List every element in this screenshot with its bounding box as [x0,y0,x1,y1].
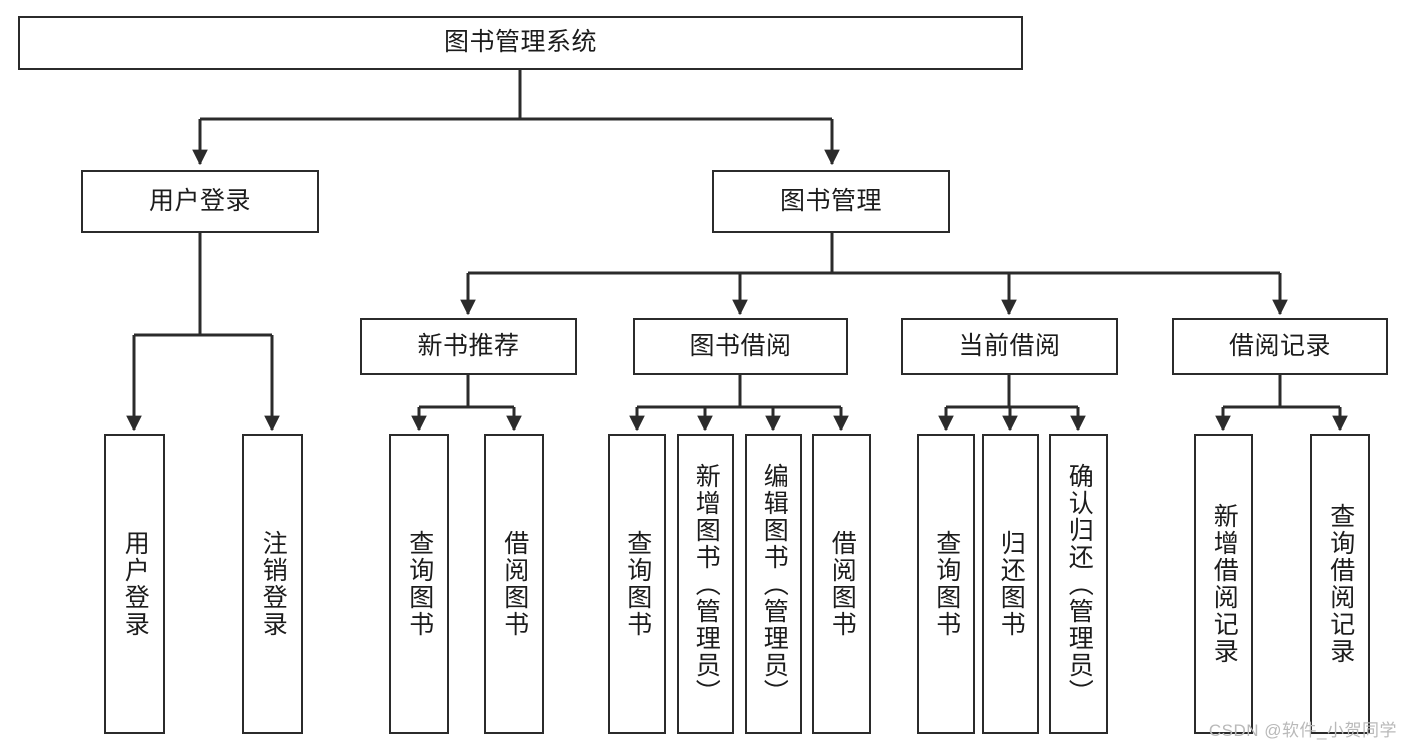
node-leaf-query-record[interactable]: 查询借阅记录 [1310,434,1370,734]
node-borrow-record[interactable]: 借阅记录 [1172,318,1388,375]
node-leaf-query-book-1[interactable]: 查询图书 [389,434,449,734]
node-label: 新增图书（管理员） [692,462,721,706]
node-leaf-query-book-2[interactable]: 查询图书 [608,434,666,734]
node-label: 查询图书 [932,530,961,638]
node-label: 编辑图书（管理员） [760,462,789,706]
node-root-system[interactable]: 图书管理系统 [18,16,1023,70]
node-label: 借阅记录 [1228,331,1331,360]
node-leaf-borrow-book-1[interactable]: 借阅图书 [484,434,544,734]
node-label: 借阅图书 [500,530,529,638]
node-label: 图书管理 [779,186,882,215]
node-label: 查询图书 [623,530,652,638]
node-book-borrow[interactable]: 图书借阅 [633,318,848,375]
node-label: 用户登录 [148,186,251,215]
node-user-login[interactable]: 用户登录 [81,170,319,233]
node-label: 注销登录 [259,530,288,638]
node-label: 新增借阅记录 [1210,503,1239,665]
node-leaf-add-book[interactable]: 新增图书（管理员） [677,434,734,734]
node-label: 用户登录 [121,530,150,638]
node-leaf-query-book-3[interactable]: 查询图书 [917,434,975,734]
csdn-watermark: CSDN @软件_小贺同学 [1208,721,1397,740]
node-label: 新书推荐 [417,331,520,360]
node-label: 归还图书 [997,530,1026,638]
node-label: 当前借阅 [958,331,1061,360]
node-current-borrow[interactable]: 当前借阅 [901,318,1118,375]
node-leaf-logout[interactable]: 注销登录 [242,434,303,734]
node-label: 图书管理系统 [443,28,597,57]
node-label: 借阅图书 [828,530,857,638]
node-leaf-return-book[interactable]: 归还图书 [982,434,1039,734]
node-leaf-confirm-return[interactable]: 确认归还（管理员） [1049,434,1108,734]
node-label: 图书借阅 [689,331,792,360]
node-leaf-edit-book[interactable]: 编辑图书（管理员） [745,434,802,734]
node-label: 查询图书 [405,530,434,638]
node-leaf-add-record[interactable]: 新增借阅记录 [1194,434,1253,734]
node-book-manage[interactable]: 图书管理 [712,170,950,233]
node-label: 确认归还（管理员） [1065,462,1094,706]
node-label: 查询借阅记录 [1326,503,1355,665]
node-leaf-user-login[interactable]: 用户登录 [104,434,165,734]
node-new-book-rec[interactable]: 新书推荐 [360,318,577,375]
node-leaf-borrow-book-2[interactable]: 借阅图书 [812,434,871,734]
